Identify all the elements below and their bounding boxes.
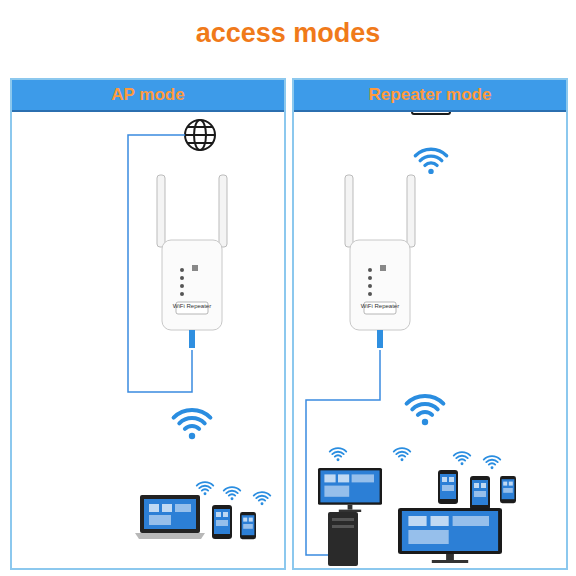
panel-heading: Repeater mode: [294, 80, 566, 112]
mode-panel: AP mode: [10, 78, 286, 570]
panel-heading: AP mode: [12, 80, 284, 112]
diagram-title: access modes: [0, 18, 576, 49]
device-label: WiFi Repeater: [352, 303, 408, 310]
device-label: WiFi Repeater: [164, 303, 220, 310]
mode-panel: Repeater mode: [292, 78, 568, 570]
